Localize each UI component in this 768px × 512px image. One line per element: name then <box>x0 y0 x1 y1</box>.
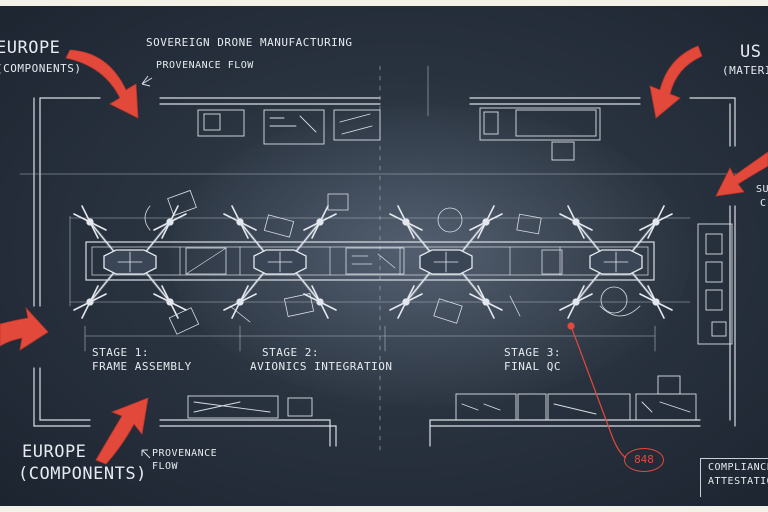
stage-1-title: STAGE 1: <box>92 346 149 359</box>
arrow-icon-provenance-bottom <box>141 449 151 459</box>
provenance-arrows <box>0 45 768 465</box>
provenance-bottom-sublabel: FLOW <box>152 461 179 472</box>
stage-1-name: FRAME ASSEMBLY <box>92 360 192 373</box>
stage-2-name: AVIONICS INTEGRATION <box>250 360 393 373</box>
us-top-sublabel: (MATERIALS) <box>722 64 768 77</box>
stage-2-title: STAGE 2: <box>262 346 319 359</box>
stage-3-title: STAGE 3: <box>504 346 561 359</box>
chalk-arrows <box>141 75 153 459</box>
arrow-icon-europe-top <box>65 49 139 119</box>
stage-3-name: FINAL QC <box>504 360 561 373</box>
arrow-icon-us-top <box>649 45 703 119</box>
europe-bottom-sublabel: (COMPONENTS) <box>18 464 147 484</box>
parts <box>144 189 641 335</box>
conveyor-line <box>85 241 655 281</box>
side-rack <box>697 223 733 345</box>
arrow-icon-europe-bottom <box>95 397 149 465</box>
us-top-label: US <box>740 42 762 62</box>
workstations-bottom <box>187 375 697 421</box>
callout-line <box>567 322 627 459</box>
facility-walls <box>33 97 736 447</box>
workstations-top <box>197 107 601 161</box>
drone-icon-stage1 <box>72 204 188 320</box>
arrow-icon-europe-left <box>0 306 49 351</box>
compliance-label: COMPLIANCE <box>708 462 768 473</box>
page-title: SOVEREIGN DRONE MANUFACTURING <box>146 36 353 49</box>
europe-top-sublabel: (COMPONENTS) <box>0 62 82 75</box>
provenance-top-label: PROVENANCE FLOW <box>156 60 254 71</box>
compliance-box <box>700 458 768 497</box>
callout-badge: 848 <box>624 448 664 472</box>
provenance-bottom-label: PROVENANCE <box>152 448 218 459</box>
europe-top-label: EUROPE <box>0 38 61 58</box>
right-partial-sublabel: C <box>760 198 767 209</box>
blueprint-board: EUROPE (COMPONENTS) SOVEREIGN DRONE MANU… <box>0 6 768 506</box>
drone-icon-stage3b <box>558 204 674 320</box>
compliance-sublabel: ATTESTATION <box>708 476 768 487</box>
europe-bottom-label: EUROPE <box>22 442 87 462</box>
arrow-icon-provenance-top <box>141 75 153 87</box>
arrow-icon-right <box>715 151 768 197</box>
floor-plan <box>0 45 768 465</box>
drone-icon-stage2 <box>222 204 338 320</box>
right-partial-label: SU <box>756 184 768 195</box>
